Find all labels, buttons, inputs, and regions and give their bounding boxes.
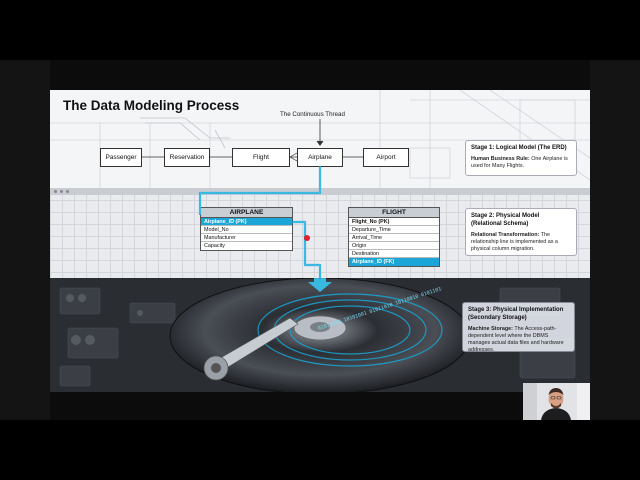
hard-disk-illustration bbox=[59, 278, 576, 392]
flight-table-row: Origin bbox=[349, 242, 439, 250]
flight-table: FLIGHT Flight_No (PK) Departure_Time Arr… bbox=[348, 207, 440, 267]
stage2-title: Stage 2: Physical Model (Relational Sche… bbox=[471, 213, 540, 227]
erd-entity-passenger: Passenger bbox=[100, 148, 142, 167]
flight-table-row: Arrival_Time bbox=[349, 234, 439, 242]
flight-table-header: FLIGHT bbox=[349, 208, 439, 218]
erd-entity-airport: Airport bbox=[363, 148, 409, 167]
presenter-avatar bbox=[523, 383, 590, 420]
flight-table-row: Flight_No (PK) bbox=[349, 218, 439, 226]
stage3-card: Stage 3: Physical Implementation (Second… bbox=[462, 302, 575, 353]
presentation-slide: The Data Modeling Process The Continuous… bbox=[50, 90, 590, 392]
presenter-webcam bbox=[523, 383, 590, 420]
airplane-table-header: AIRPLANE bbox=[201, 208, 292, 218]
band-dot bbox=[60, 190, 63, 193]
thread-label: The Continuous Thread bbox=[280, 111, 345, 118]
bottom-letterbox bbox=[50, 392, 590, 420]
band-dot bbox=[54, 190, 57, 193]
stage3-text: Machine Storage: The Access-path-depende… bbox=[468, 325, 564, 353]
band-dot bbox=[66, 190, 69, 193]
flight-table-row: Airplane_ID (FK) bbox=[349, 258, 439, 266]
stage2-text: Relational Transformation: The relations… bbox=[471, 231, 558, 252]
storage-hardware-scene: 01011010 10101001 01011010 10110010 0101… bbox=[50, 278, 590, 392]
continuous-thread-line bbox=[198, 165, 322, 280]
stage3-title: Stage 3: Physical Implementation (Second… bbox=[468, 307, 564, 321]
airplane-table: AIRPLANE Airplane_ID (PK) Model_No Manuf… bbox=[200, 207, 293, 251]
airplane-table-row: Airplane_ID (PK) bbox=[201, 218, 292, 226]
flight-table-row: Departure_Time bbox=[349, 226, 439, 234]
top-letterbox bbox=[50, 60, 590, 90]
stage1-text: Human Business Rule: One Airplane is use… bbox=[471, 155, 568, 169]
stage1-card: Stage 1: Logical Model (The ERD) Human B… bbox=[465, 140, 577, 176]
stage2-card: Stage 2: Physical Model (Relational Sche… bbox=[465, 208, 577, 256]
stage1-title: Stage 1: Logical Model (The ERD) bbox=[471, 145, 567, 151]
airplane-table-row: Manufacturer bbox=[201, 234, 292, 242]
airplane-table-row: Model_No bbox=[201, 226, 292, 234]
erd-entity-flight: Flight bbox=[232, 148, 290, 167]
right-bar bbox=[590, 60, 640, 420]
left-bar bbox=[0, 60, 50, 420]
highlight-dot bbox=[304, 235, 310, 241]
erd-entity-reservation: Reservation bbox=[164, 148, 210, 167]
slide-title: The Data Modeling Process bbox=[63, 98, 240, 113]
flight-table-row: Destination bbox=[349, 250, 439, 258]
airplane-table-row: Capacity bbox=[204, 243, 225, 249]
